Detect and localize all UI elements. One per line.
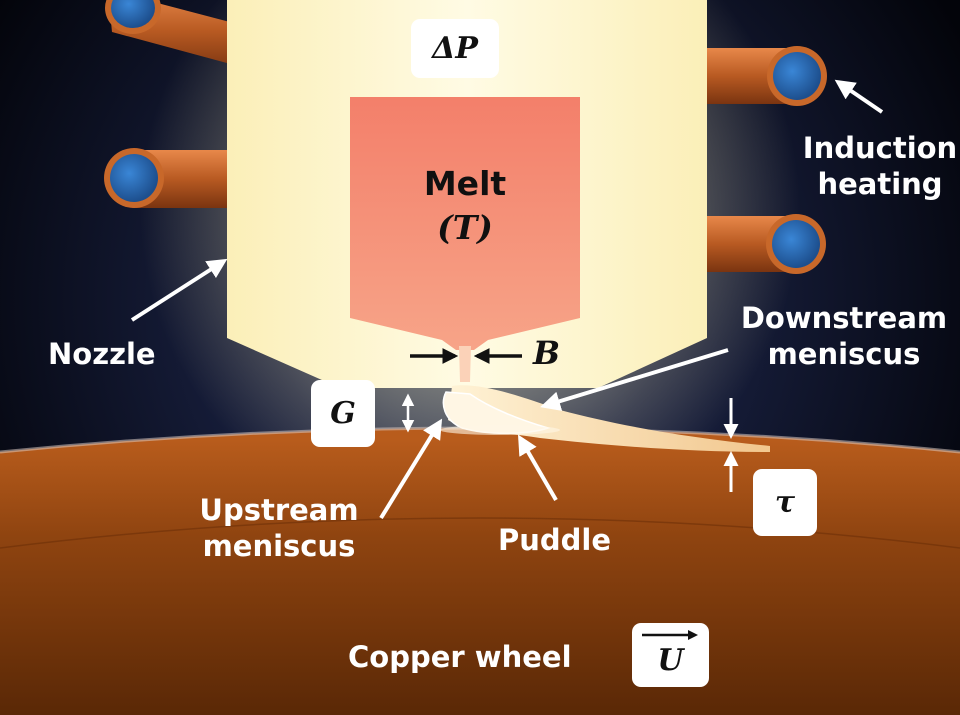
melt-jet xyxy=(459,346,471,382)
gap-label: G xyxy=(330,396,356,431)
puddle-highlight xyxy=(440,425,560,435)
melt-label: Melt (T) xyxy=(352,162,578,250)
induction-line-2: heating xyxy=(817,167,943,201)
speed-box: U xyxy=(632,623,709,687)
coil-end-upper-right xyxy=(767,46,827,106)
copper-wheel xyxy=(0,426,960,715)
upstream-arrow xyxy=(379,418,443,520)
downstream-line-2: meniscus xyxy=(767,337,921,371)
copper-wheel-label: Copper wheel xyxy=(348,640,572,674)
induction-line-1: Induction xyxy=(802,131,958,165)
gap-box: G xyxy=(311,380,375,447)
upstream-line-1: Upstream xyxy=(199,493,359,527)
coil-end-lower-right xyxy=(766,214,826,274)
nozzle-arrow xyxy=(130,258,228,322)
induction-arrow xyxy=(834,79,884,114)
speed-label: U xyxy=(657,642,684,678)
pressure-box: ΔP xyxy=(411,19,499,78)
vector-arrow-icon xyxy=(642,630,698,640)
puddle-label: Puddle xyxy=(498,523,612,557)
nozzle-width-label: B xyxy=(533,334,561,372)
nozzle-label: Nozzle xyxy=(48,337,156,371)
melt-word: Melt xyxy=(423,164,507,203)
pressure-label: ΔP xyxy=(432,31,478,66)
melt-temperature: (T) xyxy=(437,208,493,247)
downstream-line-1: Downstream xyxy=(740,301,948,335)
induction-heating-label: Induction heating xyxy=(800,130,960,202)
coil-end-left xyxy=(104,148,164,208)
thickness-label: τ xyxy=(774,485,796,520)
melt-reservoir xyxy=(350,97,580,350)
upstream-line-2: meniscus xyxy=(202,529,356,563)
thickness-box: τ xyxy=(753,469,817,536)
downstream-meniscus-label: Downstream meniscus xyxy=(730,300,958,372)
puddle-arrow xyxy=(517,434,558,502)
downstream-arrow xyxy=(540,348,729,411)
upstream-meniscus-label: Upstream meniscus xyxy=(184,492,374,564)
coil-end-upper-left xyxy=(105,0,161,34)
